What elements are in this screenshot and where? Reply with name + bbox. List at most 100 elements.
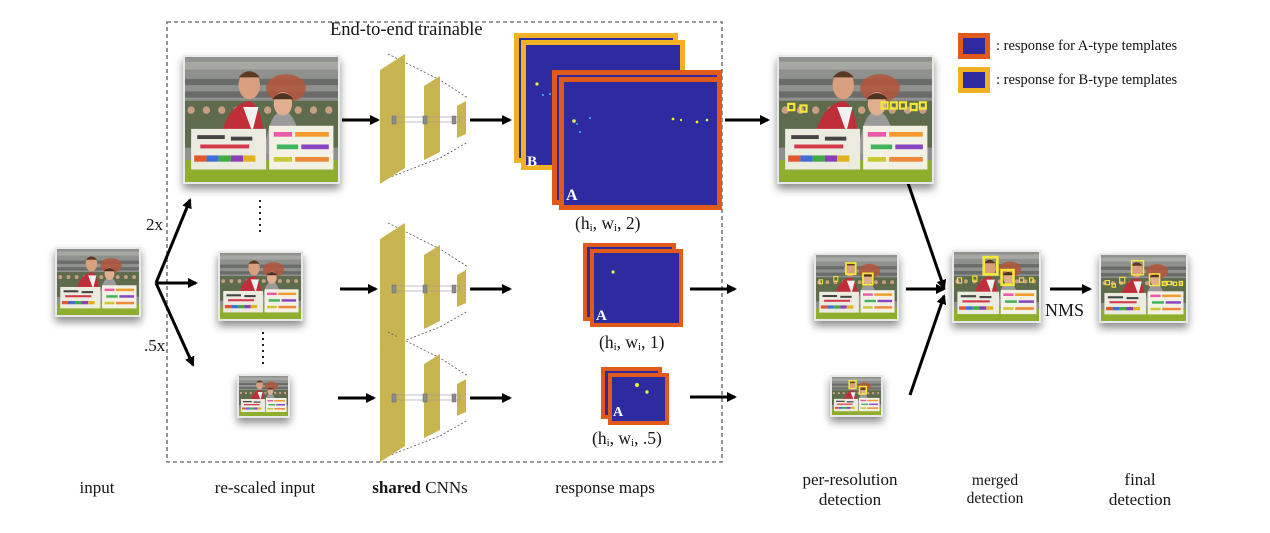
legend-label-b: : response for B-type templates xyxy=(996,71,1178,88)
dim-sub: i xyxy=(638,341,642,353)
detection-box xyxy=(799,104,808,113)
detection-box xyxy=(1148,273,1161,287)
dim-sub: i xyxy=(606,437,610,449)
detection-box xyxy=(858,385,868,395)
stage-label-final: final detection xyxy=(1090,470,1190,509)
receptive-field-cell xyxy=(422,284,428,294)
photo-scene xyxy=(779,57,932,182)
detection-image-2x xyxy=(777,55,934,184)
map-type-letter: B xyxy=(527,154,537,170)
stage-label-input: input xyxy=(79,478,115,497)
dim-prefix: (h xyxy=(599,332,614,352)
stage-label-per-resolution: per-resolution detection xyxy=(790,470,910,509)
detection-box xyxy=(1111,283,1117,288)
dim-prefix: (h xyxy=(592,428,607,448)
receptive-field-cell xyxy=(422,115,428,125)
detection-box xyxy=(1000,268,1015,287)
dimension-label-1x: (hi, wi, 1) xyxy=(599,332,664,354)
detection-box xyxy=(972,275,978,282)
detection-box xyxy=(956,277,963,284)
detection-box xyxy=(898,101,908,110)
final-detection-image xyxy=(1099,253,1188,323)
response-maps-1x: A xyxy=(583,243,683,327)
dim-sub: i xyxy=(589,222,593,234)
shared-bold: shared xyxy=(372,478,422,497)
stage-label-response-maps: response maps xyxy=(555,478,655,497)
detection-box xyxy=(1130,260,1145,276)
dim-mid: , w xyxy=(616,332,639,352)
nms-label: NMS xyxy=(1045,300,1085,320)
dim-prefix: (h xyxy=(575,213,590,233)
cnn-outline xyxy=(387,53,469,179)
stage-label-merged: merged detection xyxy=(945,472,1045,508)
cnn-block xyxy=(380,53,469,184)
cnn-layer xyxy=(457,101,466,138)
detection-box xyxy=(918,101,927,110)
response-map-fill xyxy=(564,82,717,205)
legend-item-b: : response for B-type templates xyxy=(958,67,1177,93)
photo-scene xyxy=(239,376,288,416)
response-peak xyxy=(578,130,582,134)
receptive-field-cell xyxy=(451,284,457,294)
stage-label-shared-cnns: shared CNNs xyxy=(355,478,485,498)
cnn-layer xyxy=(424,245,440,329)
legend-swatch-b xyxy=(958,67,990,93)
detection-box xyxy=(848,380,857,390)
arrow-large-to-merged xyxy=(906,182,947,290)
detection-box xyxy=(845,262,857,276)
rescaled-image-1x xyxy=(218,251,303,321)
response-peak xyxy=(705,118,709,122)
detection-box xyxy=(1166,280,1173,286)
dim-sub: i xyxy=(614,222,618,234)
arrow-upscale xyxy=(154,198,192,284)
map-type-letter: A xyxy=(613,405,624,420)
detection-box xyxy=(1172,281,1178,287)
arrow-downscale xyxy=(154,282,195,367)
input-image xyxy=(55,247,141,317)
scale-label-05x: .5x xyxy=(144,336,166,355)
detection-box xyxy=(1104,280,1111,286)
scale-arrows xyxy=(154,198,198,367)
detection-box xyxy=(909,102,918,112)
response-peak xyxy=(611,270,615,274)
dim-suffix: , .5) xyxy=(634,428,662,448)
final-line1: final xyxy=(1124,470,1156,489)
arrow-small-to-merged xyxy=(908,294,947,396)
cnn-layer xyxy=(424,354,440,438)
merged-detection-image xyxy=(952,250,1041,323)
response-peak xyxy=(572,119,576,123)
response-peak xyxy=(645,390,649,394)
cnns-text: CNNs xyxy=(421,478,468,497)
detection-image-1x xyxy=(814,253,899,321)
photo-scene xyxy=(832,377,881,415)
receptive-field-cell xyxy=(391,393,397,403)
photo-scene xyxy=(185,57,338,182)
receptive-field-cell xyxy=(451,393,457,403)
receptive-field-cell xyxy=(391,115,397,125)
dim-suffix: , 1) xyxy=(641,332,665,352)
detection-box xyxy=(1178,280,1184,287)
stage-label-rescaled: re-scaled input xyxy=(214,478,316,497)
scale-label-2x: 2x xyxy=(146,215,163,234)
map-type-letter: A xyxy=(566,187,578,204)
rescaled-image-05x xyxy=(237,374,290,418)
response-peak xyxy=(671,117,675,121)
response-peak xyxy=(695,120,699,124)
detection-box xyxy=(880,101,889,110)
legend-swatch-a xyxy=(958,33,990,59)
dim-suffix: , 2) xyxy=(617,213,641,233)
cnn-layer xyxy=(424,76,440,160)
response-peak xyxy=(635,383,639,387)
response-map-fill xyxy=(594,253,679,323)
detection-box xyxy=(833,276,839,282)
response-peak xyxy=(588,116,592,120)
dim-mid: , w xyxy=(592,213,615,233)
per-resolution-line1: per-resolution xyxy=(802,470,898,489)
dimension-label-05x: (hi, wi, .5) xyxy=(592,428,662,450)
photo-scene xyxy=(954,252,1039,321)
photo-scene xyxy=(1101,255,1186,321)
legend-item-a: : response for A-type templates xyxy=(958,33,1177,59)
detection-box xyxy=(787,102,796,112)
